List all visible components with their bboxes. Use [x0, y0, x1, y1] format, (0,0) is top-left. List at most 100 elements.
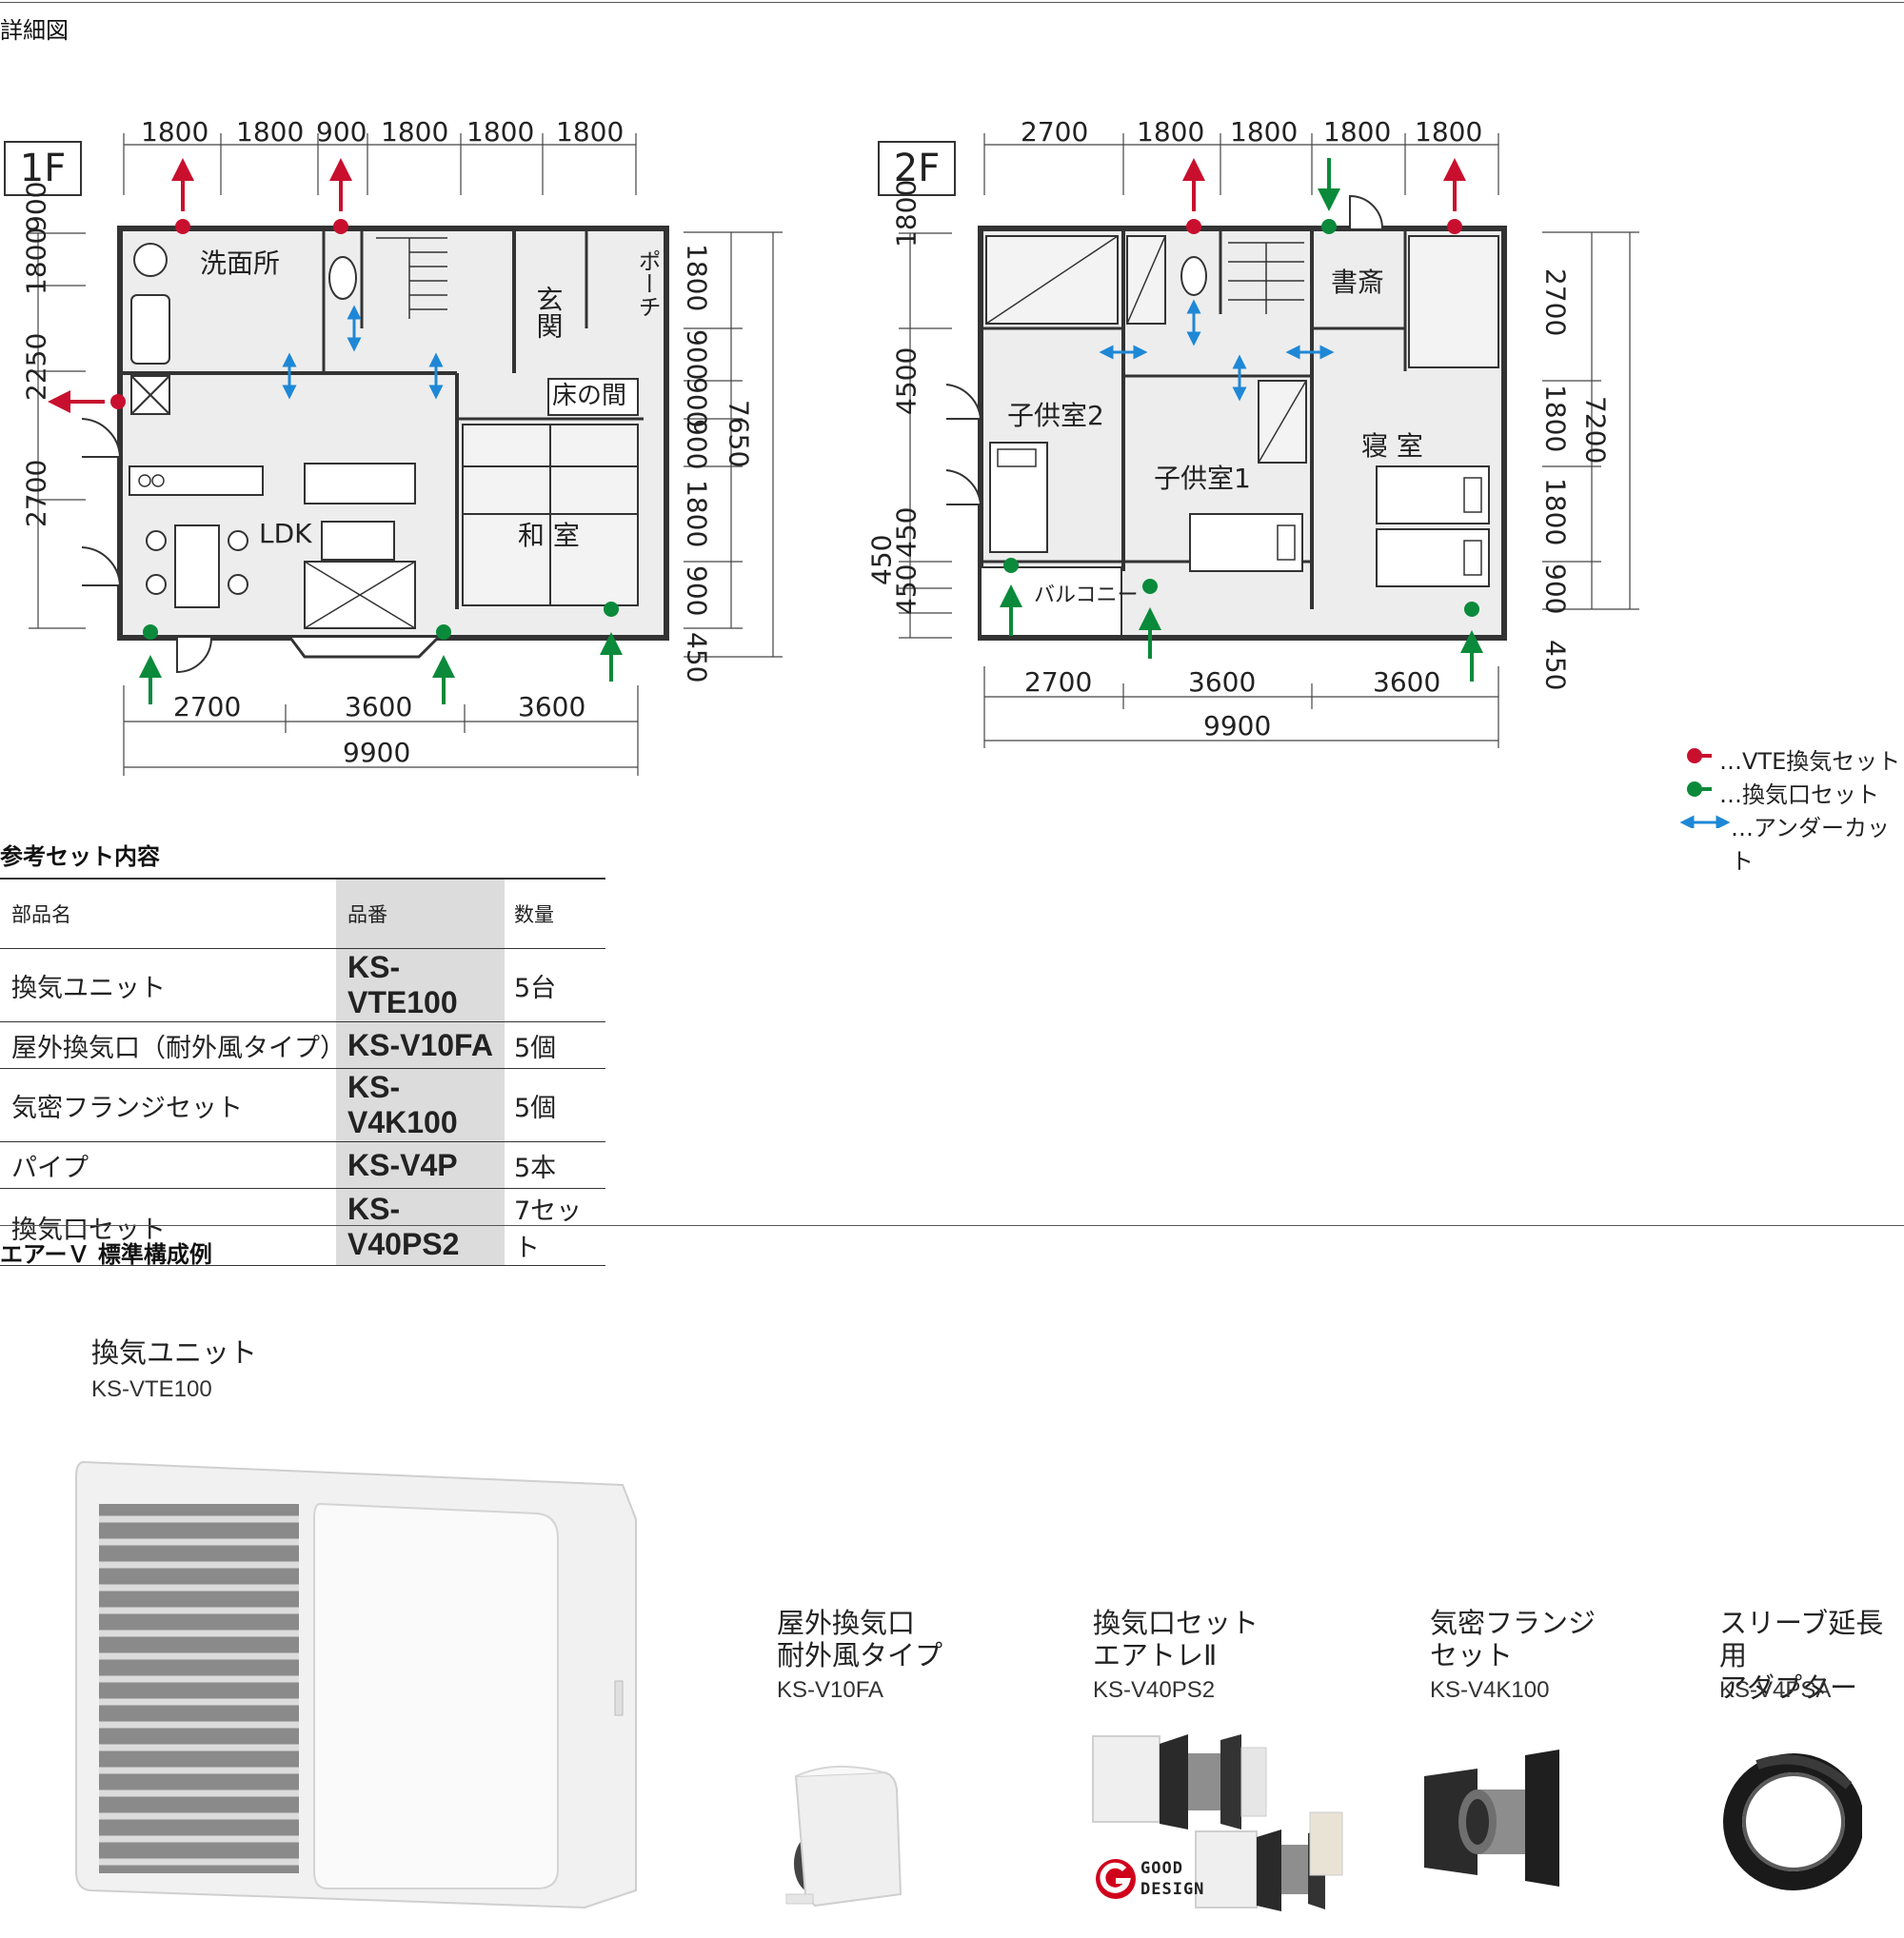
room-child2: 子供室2 [1007, 400, 1104, 431]
room-entrance: 玄関 [533, 286, 565, 339]
plan-1f-room-labels: 洗面所 LDK 和 室 床の間 玄関 ポーチ [200, 247, 661, 551]
room-washroom: 洗面所 [200, 247, 280, 279]
dim-2f-total-right: 7200 [1580, 396, 1612, 464]
part-number: KS-VTE100 [336, 948, 505, 1022]
legend-vte: …VTE換気セット [1719, 748, 1901, 775]
room-tokonoma: 床の間 [552, 382, 626, 410]
dim-1f-top-0: 1800 [141, 116, 208, 148]
plan-1f-inlet-markers [139, 602, 623, 704]
room-porch: ポーチ [634, 249, 661, 318]
parts-table: 部品名 品番 数量 換気ユニット KS-VTE100 5台 屋外換気口（耐外風タ… [0, 878, 605, 1266]
part-name: 換気ユニット [0, 948, 336, 1022]
floor-label-2f: 2F [878, 141, 956, 196]
part-qty: 5台 [505, 948, 605, 1022]
ventilation-unit-image [75, 1460, 637, 1909]
dim-1f-total-right: 7650 [724, 400, 755, 467]
good-design-line1: GOOD [1140, 1859, 1183, 1878]
dim-2f-left-2: 450 [891, 507, 922, 558]
header-qty: 数量 [505, 878, 605, 949]
room-ldk: LDK [259, 518, 312, 549]
plan-1f-dims: 1800 1800 900 1800 1800 1800 900 1800 22… [21, 116, 755, 768]
dim-1f-right-1: 900 [682, 329, 713, 380]
room-child1: 子供室1 [1154, 463, 1251, 494]
product-code-unit: KS-VTE100 [91, 1376, 212, 1402]
dim-2f-top-4: 1800 [1415, 116, 1482, 148]
dim-1f-left-1: 1800 [21, 227, 52, 295]
part-name: 屋外換気口（耐外風タイプ） [0, 1021, 346, 1069]
dim-1f-total-bottom: 9900 [343, 737, 410, 768]
dim-1f-top-1: 1800 [236, 116, 304, 148]
table-row: 気密フランジセット KS-V4K100 5個 [0, 1068, 605, 1142]
table-row: 屋外換気口（耐外風タイプ） KS-V10FA 5個 [0, 1021, 605, 1069]
table-row: パイプ KS-V4P 5本 [0, 1141, 605, 1189]
room-bedroom: 寝 室 [1361, 430, 1423, 462]
table-row: 換気口セット KS-V40PS2 7セット [0, 1188, 605, 1266]
dim-1f-top-5: 1800 [556, 116, 624, 148]
dim-2f-bottom-1: 3600 [1188, 666, 1256, 698]
dim-2f-top-2: 1800 [1230, 116, 1298, 148]
plan-2f-undercut-markers [1099, 299, 1335, 402]
room-study: 書斎 [1331, 267, 1384, 298]
product-name-outdoor-vent: 屋外換気口 耐外風タイプ [777, 1607, 943, 1671]
dim-1f-right-6: 450 [682, 632, 713, 682]
vent-set-image [1092, 1734, 1343, 1911]
plan-1f-undercut-markers [282, 305, 444, 400]
part-name: 換気口セット [0, 1188, 336, 1266]
dim-1f-right-0: 1800 [682, 244, 713, 311]
section-title-detail: 詳細図 [0, 17, 69, 44]
product-code-flange: KS-V4K100 [1430, 1677, 1550, 1703]
section-title-standard: エアーＶ 標準構成例 [0, 1241, 212, 1268]
good-design-label: GOOD DESIGN [1140, 1858, 1204, 1900]
dim-1f-top-3: 1800 [381, 116, 448, 148]
part-number: KS-V10FA [336, 1021, 505, 1069]
room-balcony: バルコニー [1034, 583, 1139, 607]
legend-undercut: …アンダーカット [1731, 815, 1891, 875]
dim-2f-top-1: 1800 [1137, 116, 1204, 148]
top-rule [0, 2, 1904, 3]
dim-2f-right-4: 450 [1540, 640, 1572, 690]
product-code-vent-set: KS-V40PS2 [1093, 1677, 1216, 1703]
product-code-outdoor-vent: KS-V10FA [777, 1677, 884, 1703]
dim-2f-bottom-2: 3600 [1373, 666, 1440, 698]
part-number: KS-V4K100 [336, 1068, 505, 1142]
dim-2f-top-0: 2700 [1021, 116, 1088, 148]
dim-2f-right-1: 1800 [1540, 385, 1572, 452]
floor-plans: 洗面所 LDK 和 室 床の間 玄関 ポーチ 1800 1800 900 180… [21, 116, 1731, 828]
legend-inlet: …換気口セット [1719, 781, 1879, 808]
part-qty: 5本 [505, 1141, 605, 1189]
plan-2f-dims: 2700 1800 1800 1800 1800 1800 4500 450 4… [866, 116, 1612, 742]
floor-label-1f: 1F [4, 141, 82, 196]
dim-1f-right-5: 900 [682, 565, 713, 616]
sleeve-adapter-image [1723, 1753, 1862, 1890]
part-name: パイプ [0, 1141, 336, 1189]
dim-2f-right-2: 1800 [1540, 478, 1572, 545]
dim-2f-top-3: 1800 [1323, 116, 1391, 148]
plan-1f-vte-markers [48, 158, 352, 413]
room-washitsu: 和 室 [518, 520, 580, 551]
product-name-adapter: スリーブ延長用 アダプター [1719, 1607, 1884, 1704]
part-qty: 7セット [505, 1188, 605, 1266]
dim-2f-right-3: 900 [1540, 564, 1572, 614]
dim-2f-left-1: 4500 [891, 347, 922, 415]
dim-2f-bottom-0: 2700 [1024, 666, 1092, 698]
product-code-adapter: KS-V4PSA [1719, 1677, 1832, 1703]
parts-table-header: 部品名 品番 数量 [0, 878, 605, 949]
dim-1f-bottom-2: 3600 [518, 691, 585, 722]
section2-rule [0, 1225, 1904, 1226]
dim-2f-total-bottom: 9900 [1203, 710, 1271, 742]
dim-1f-left-2: 2250 [21, 333, 52, 401]
good-design-logo-icon [1096, 1859, 1136, 1899]
plan-2f-room-labels: 書斎 子供室2 子供室1 寝 室 バルコニー [1007, 267, 1423, 607]
part-number: KS-V40PS2 [336, 1188, 505, 1266]
parts-table-title: 参考セット内容 [0, 843, 160, 870]
dim-2f-left-3: 450 [866, 535, 898, 585]
plan-2f-inlet-markers [1000, 158, 1483, 682]
part-number: KS-V4P [336, 1141, 505, 1189]
header-number: 品番 [336, 878, 505, 949]
dim-1f-bottom-1: 3600 [345, 691, 412, 722]
dim-1f-left-0: 900 [21, 182, 52, 232]
plan-1f-dim-lines [29, 133, 783, 776]
legend-symbols [1679, 748, 1731, 828]
product-name-vent-set: 換気口セット エアトレⅡ [1093, 1607, 1259, 1671]
dim-2f-left-4: 450 [891, 564, 922, 615]
